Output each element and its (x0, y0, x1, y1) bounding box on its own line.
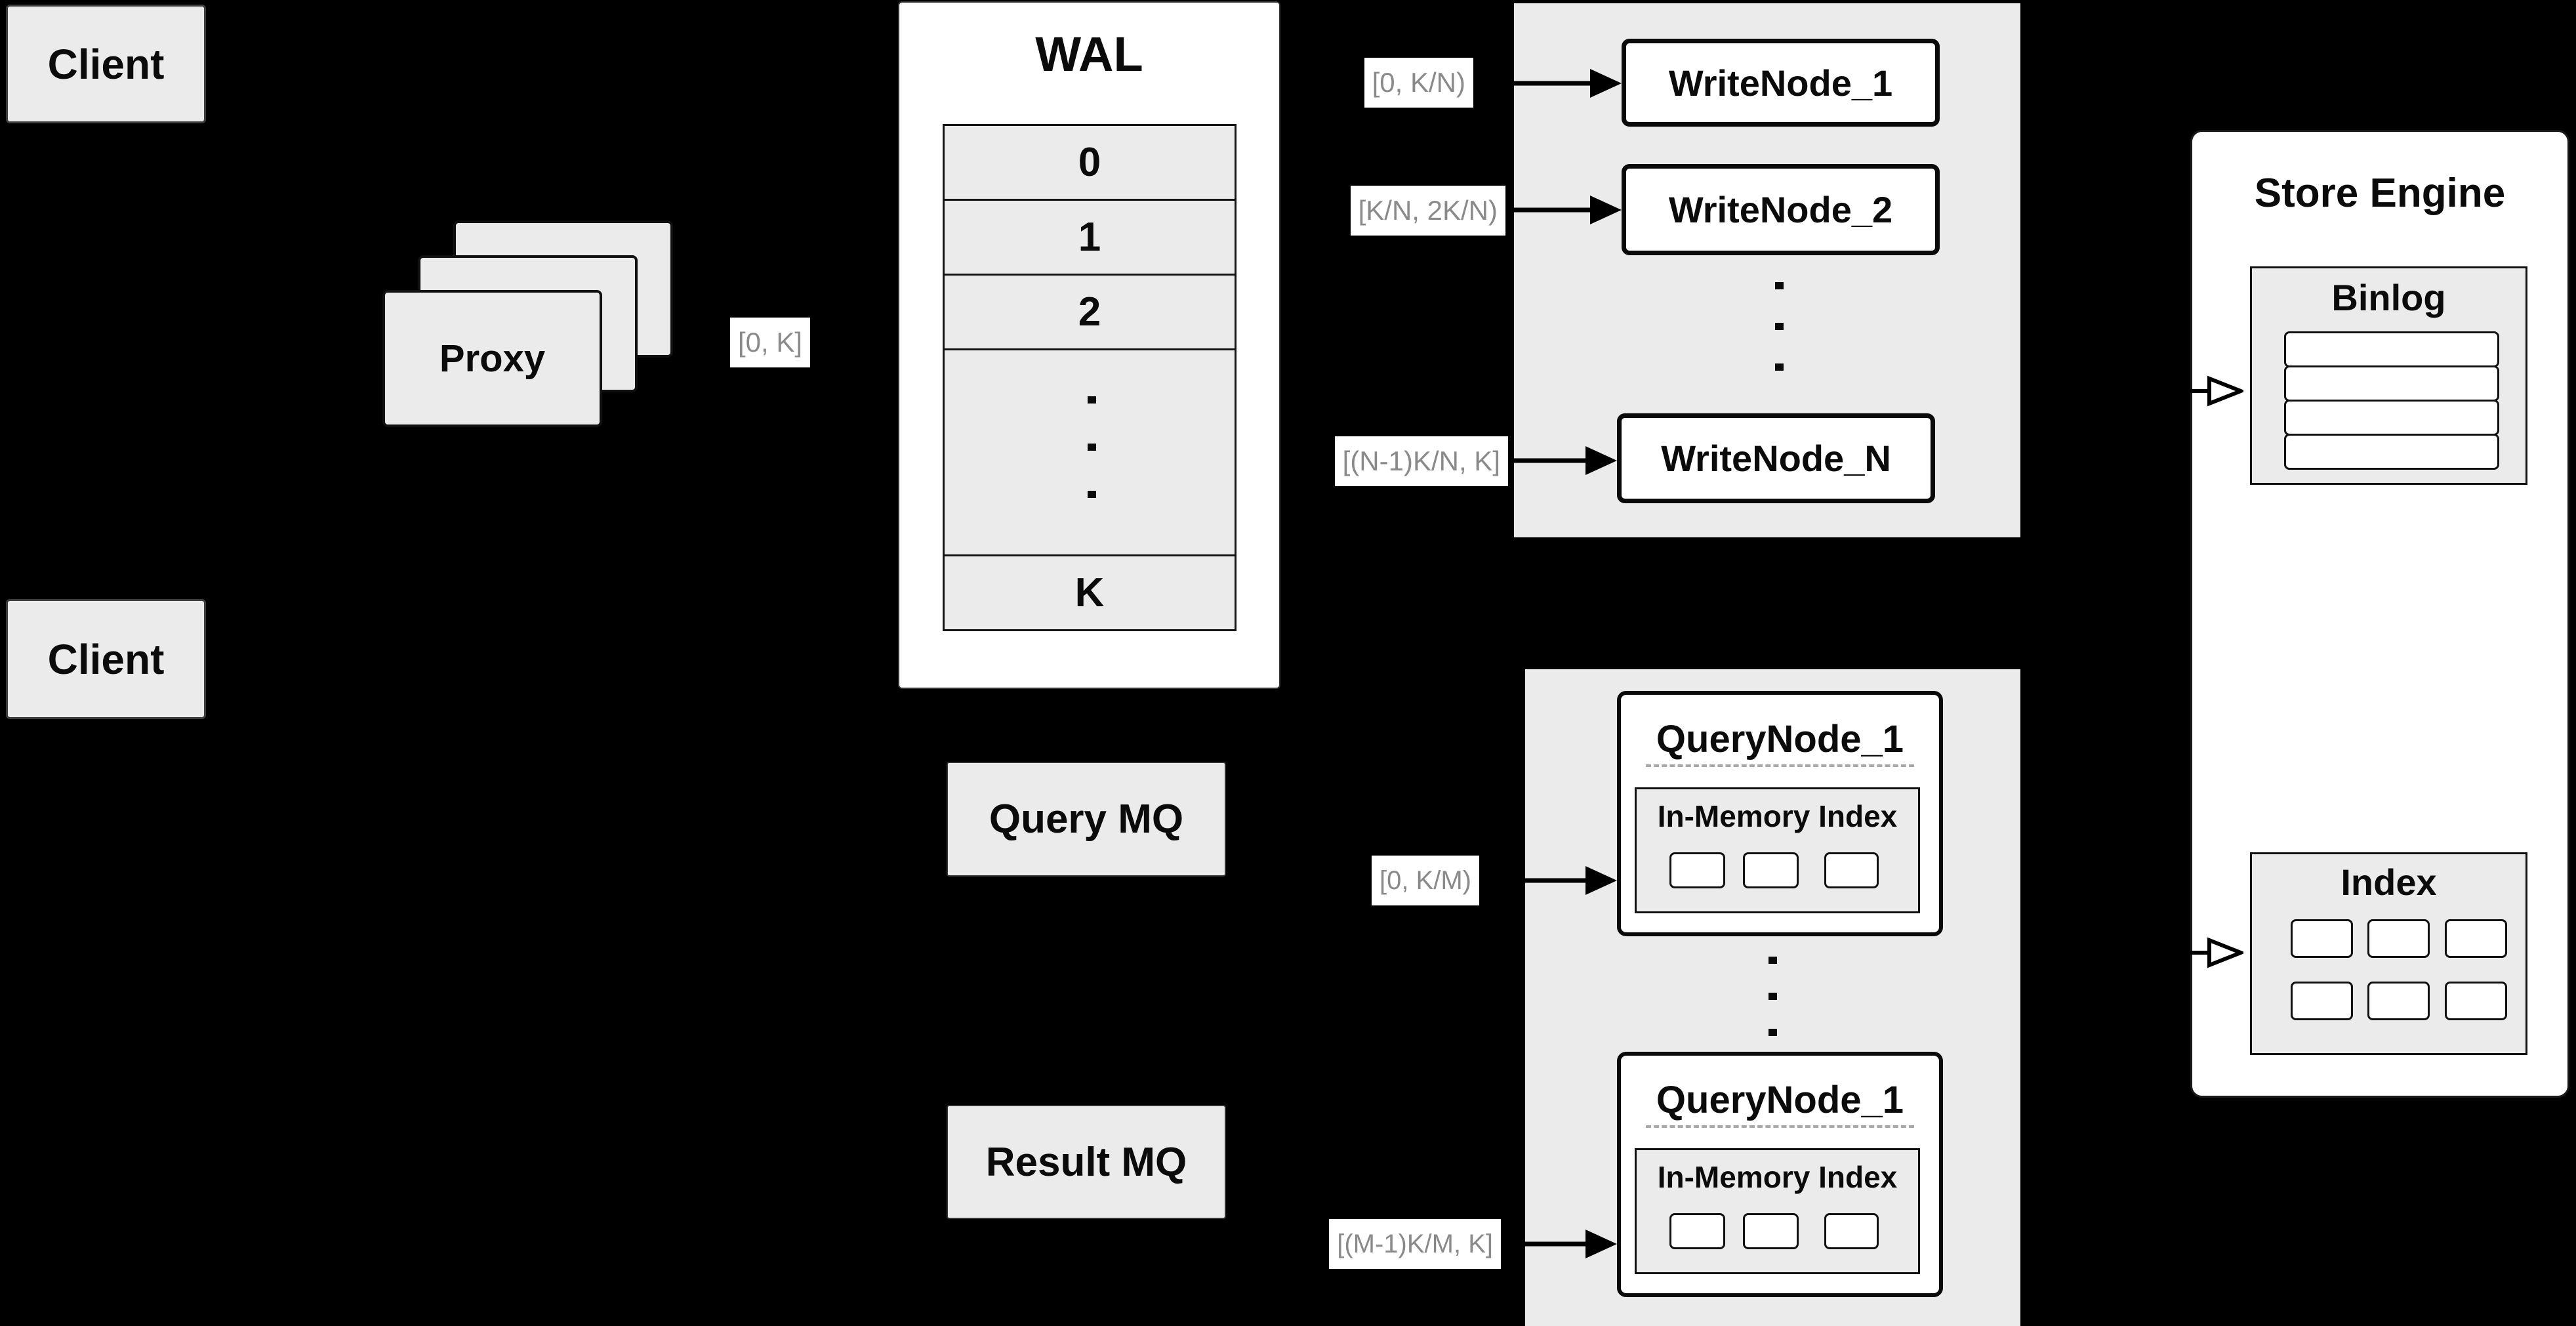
in-memory-index-label: In-Memory Index (1657, 799, 1898, 833)
result-mq-node: Result MQ (947, 1105, 1226, 1219)
index-cell (2445, 982, 2507, 1020)
write-range-chip-1: [0, K/N) (1364, 58, 1473, 108)
wal-row-0: 0 (945, 126, 1235, 201)
in-memory-index-label: In-Memory Index (1657, 1160, 1898, 1194)
segment-square (1824, 1213, 1879, 1249)
query-node-2-title: QueryNode_1 (1656, 1079, 1904, 1121)
write-node-n-label: WriteNode_N (1661, 438, 1891, 479)
proxy-node: Proxy (382, 290, 602, 427)
ellipsis-dot (1768, 993, 1777, 1000)
wal-title: WAL (1035, 27, 1143, 81)
segment-square (1824, 852, 1879, 888)
write-range-chip-3: [(N-1)K/N, K] (1334, 436, 1508, 486)
in-memory-index-box: In-Memory Index (1635, 1148, 1920, 1274)
arrow-to-writenode-1 (1473, 67, 1622, 100)
query-range-label-2: [(M-1)K/M, K] (1337, 1229, 1493, 1258)
index-cell (2291, 982, 2353, 1020)
index-cell (2367, 919, 2430, 958)
ellipsis-dot (1768, 957, 1777, 964)
write-node-2-label: WriteNode_2 (1668, 189, 1893, 230)
index-box: Index (2250, 852, 2527, 1055)
index-cell (2367, 982, 2430, 1020)
wal-row-1: 1 (945, 201, 1235, 276)
arrow-to-writenode-n (1508, 444, 1617, 477)
query-range-chip-1: [0, K/M) (1371, 856, 1479, 905)
write-node-1: WriteNode_1 (1622, 39, 1940, 127)
dashed-divider (1646, 764, 1914, 767)
write-range-chip-2: [K/N, 2K/N) (1350, 186, 1505, 236)
client-node-bottom: Client (6, 599, 206, 719)
binlog-title: Binlog (2331, 277, 2446, 318)
binlog-row (2284, 365, 2499, 402)
index-cell (2291, 919, 2353, 958)
ellipsis-dot (1088, 396, 1096, 404)
segment-square (1669, 1213, 1725, 1249)
client-label: Client (47, 40, 165, 88)
query-node-1-title: QueryNode_1 (1656, 718, 1904, 760)
wal-row-2: 2 (945, 276, 1235, 350)
arrow-to-writenode-2 (1505, 194, 1622, 226)
binlog-box: Binlog (2250, 266, 2527, 485)
client-label: Client (47, 635, 165, 683)
write-node-1-label: WriteNode_1 (1668, 62, 1893, 104)
arrow-to-binlog (2158, 375, 2243, 407)
index-cell (2445, 919, 2507, 958)
index-title: Index (2341, 861, 2437, 903)
binlog-row (2284, 331, 2499, 367)
write-range-label-3: [(N-1)K/N, K] (1342, 445, 1500, 476)
ellipsis-dot (1768, 1029, 1777, 1036)
wal-panel: WAL 0 1 2 K (898, 1, 1280, 689)
store-engine-panel: Store Engine Binlog Index (2190, 130, 2569, 1098)
result-mq-label: Result MQ (985, 1139, 1187, 1185)
segment-square (1669, 852, 1725, 888)
ellipsis-dot (1088, 444, 1096, 451)
binlog-row (2284, 434, 2499, 470)
arrow-to-querynode-1 (1479, 864, 1617, 897)
segment-square (1743, 1213, 1799, 1249)
ellipsis-dot (1775, 363, 1784, 371)
store-engine-title: Store Engine (2254, 171, 2506, 216)
client-node-top: Client (6, 5, 206, 123)
write-range-label-1: [0, K/N) (1372, 67, 1465, 98)
query-range-label-1: [0, K/M) (1379, 865, 1471, 895)
ellipsis-dot (1775, 282, 1784, 289)
proxy-label: Proxy (439, 337, 546, 380)
query-node-2: QueryNode_1 In-Memory Index (1617, 1052, 1943, 1297)
ellipsis-dot (1088, 491, 1096, 498)
dashed-divider (1646, 1125, 1914, 1128)
arrow-to-querynode-2 (1501, 1228, 1617, 1260)
query-range-chip-2: [(M-1)K/M, K] (1329, 1219, 1501, 1269)
proxy-range-label: [0, K] (738, 327, 803, 358)
query-node-1: QueryNode_1 In-Memory Index (1617, 691, 1943, 936)
wal-row-ellipsis (945, 350, 1235, 556)
wal-segment-table: 0 1 2 K (943, 124, 1237, 631)
query-mq-label: Query MQ (989, 797, 1184, 842)
binlog-rows (2284, 331, 2499, 470)
ellipsis-dot (1775, 323, 1784, 330)
query-mq-node: Query MQ (947, 762, 1226, 877)
proxy-range-chip: [0, K] (730, 318, 811, 367)
write-node-n: WriteNode_N (1617, 413, 1935, 503)
arrow-to-index (2158, 936, 2243, 969)
write-range-label-2: [K/N, 2K/N) (1358, 195, 1498, 226)
segment-square (1743, 852, 1799, 888)
in-memory-index-box: In-Memory Index (1635, 787, 1920, 913)
wal-row-k: K (945, 556, 1235, 629)
write-node-2: WriteNode_2 (1622, 164, 1940, 255)
binlog-row (2284, 400, 2499, 436)
